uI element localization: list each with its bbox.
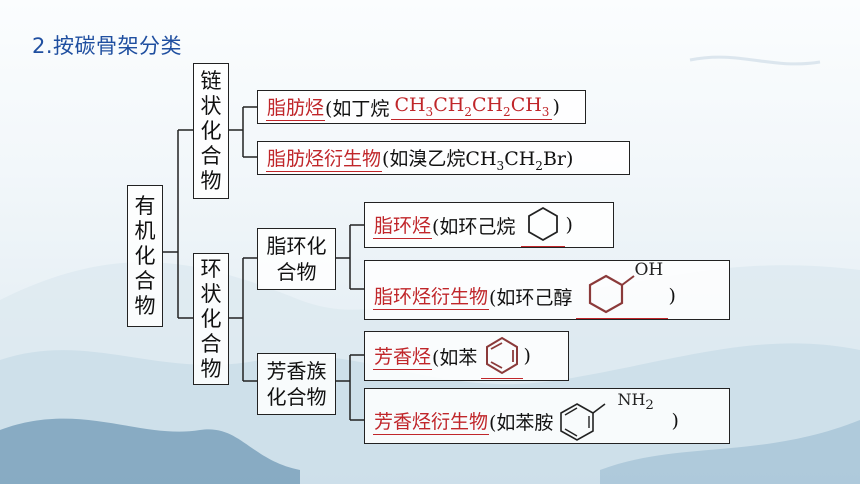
aromatic-label: 芳香族化合物	[266, 359, 327, 409]
benzene-icon	[486, 336, 519, 374]
answer-aliphatic-derivative: 脂肪烃衍生物	[266, 144, 383, 172]
example-text-cyclohexane: (如环己烷	[432, 215, 516, 238]
aniline-icon	[560, 403, 606, 441]
close-paren: )	[671, 410, 679, 432]
example-text-butane: (如丁烷	[325, 97, 390, 120]
answer-alicyclic-hydrocarbon: 脂环烃	[373, 211, 433, 239]
leaf-aromatic-derivative: 芳香烃衍生物 (如苯胺 NH2 )	[364, 388, 730, 444]
alicyclic-box: 脂环化合物	[257, 228, 336, 290]
example-text-cyclohexanol: (如环己醇	[489, 286, 573, 309]
ring-box: 环状化合物	[193, 253, 229, 385]
example-text-benzene: (如苯	[432, 346, 478, 369]
butane-formula: CH3CH2CH2CH3	[391, 94, 553, 120]
root-box: 有机化合物	[127, 185, 163, 327]
answer-aliphatic-hydrocarbon: 脂肪烃	[266, 93, 326, 121]
close-paren: )	[523, 345, 531, 367]
hydroxyl-label: OH	[634, 259, 664, 280]
leaf-alicyclic-hydrocarbon: 脂环烃 (如环己烷 )	[364, 202, 614, 248]
root-label: 有机化合物	[134, 193, 156, 318]
amino-label: NH2	[617, 390, 654, 414]
cyclohexanol-slot: OH	[576, 259, 669, 319]
aromatic-box: 芳香族化合物	[257, 353, 336, 415]
cyclohexane-slot	[521, 204, 566, 247]
example-text-bromoethane: (如溴乙烷CH3CH2Br)	[382, 147, 574, 173]
alicyclic-label: 脂环化合物	[266, 234, 327, 284]
answer-alicyclic-derivative: 脂环烃衍生物	[373, 282, 490, 310]
close-paren: )	[552, 96, 560, 118]
cyclohexanol-icon	[589, 274, 636, 313]
leaf-alicyclic-derivative: 脂环烃衍生物 (如环己醇 OH )	[364, 260, 730, 320]
chain-box: 链状化合物	[193, 63, 229, 199]
close-paren: )	[565, 214, 573, 236]
close-paren: )	[668, 285, 676, 307]
example-text-aniline: (如苯胺	[489, 411, 554, 434]
answer-aromatic-hydrocarbon: 芳香烃	[373, 342, 433, 370]
leaf-aromatic-hydrocarbon: 芳香烃 (如苯 )	[364, 331, 569, 381]
page-title: 2.按碳骨架分类	[32, 34, 183, 58]
benzene-slot	[481, 334, 524, 379]
ring-label: 环状化合物	[200, 256, 222, 381]
leaf-aliphatic-hydrocarbon: 脂肪烃 (如丁烷 CH3CH2CH2CH3 )	[257, 90, 586, 124]
answer-aromatic-derivative: 芳香烃衍生物	[373, 407, 490, 435]
leaf-aliphatic-derivative: 脂肪烃衍生物 (如溴乙烷CH3CH2Br)	[257, 141, 630, 175]
aniline-slot: NH2	[555, 390, 671, 442]
cyclohexane-icon	[528, 206, 559, 241]
chain-label: 链状化合物	[200, 68, 222, 193]
